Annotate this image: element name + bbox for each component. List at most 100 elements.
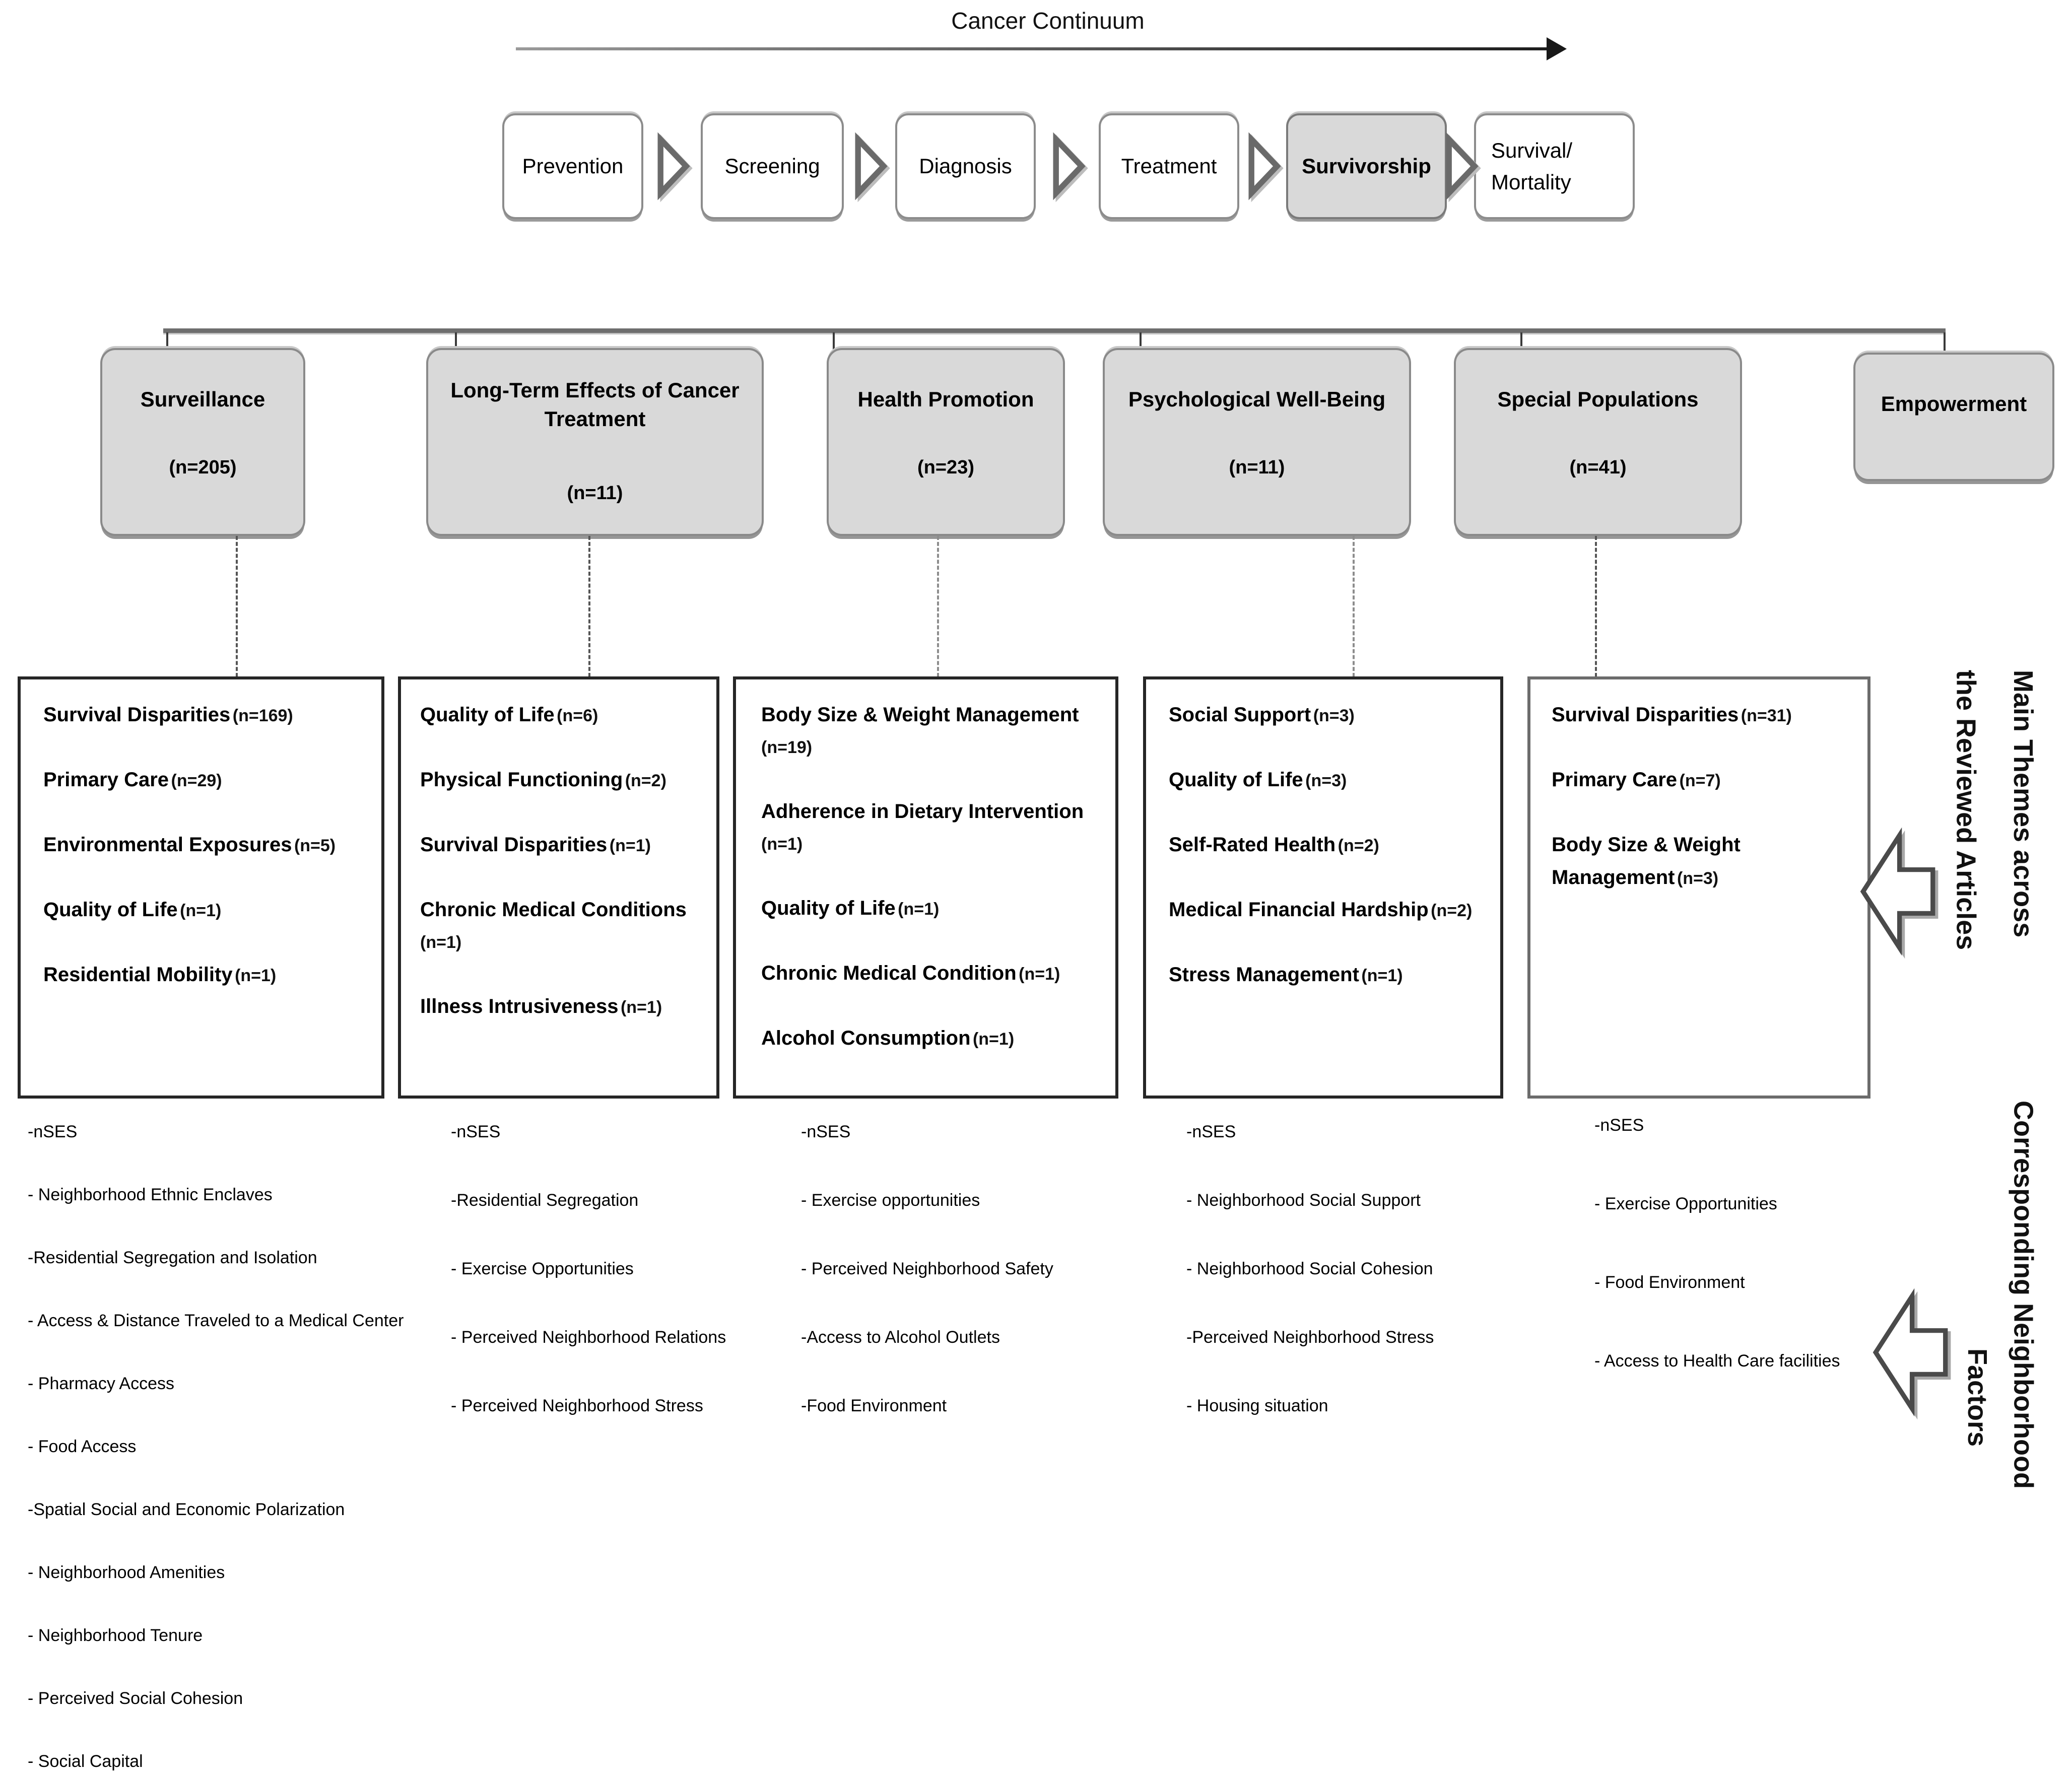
theme-count: (n=2) (1431, 901, 1473, 920)
factor-item: - Housing situation (1186, 1396, 1328, 1415)
category-count: (n=41) (1569, 456, 1627, 478)
factor-item: - Perceived Neighborhood Safety (801, 1259, 1053, 1278)
category-health-promotion: Health Promotion (n=23) (827, 348, 1065, 536)
factor-item: - Neighborhood Social Support (1186, 1191, 1421, 1210)
category-special-populations: Special Populations (n=41) (1454, 348, 1742, 536)
themes-surveillance-box: Survival Disparities (n=169) Primary Car… (18, 676, 384, 1099)
chevron-right-icon (1053, 132, 1086, 200)
factor-item: -Access to Alcohol Outlets (801, 1328, 1000, 1347)
factor-item: -Food Environment (801, 1396, 947, 1415)
factor-item: -nSES (1594, 1116, 1644, 1135)
theme-label: Quality of Life (420, 704, 555, 726)
theme-count: (n=1) (1019, 965, 1060, 984)
category-count: (n=205) (169, 456, 237, 478)
connector-stub (1944, 332, 1946, 355)
factors-health-promotion-list: -nSES - Exercise opportunities - Perceiv… (801, 1121, 1053, 1463)
theme-count: (n=1) (972, 1030, 1015, 1049)
theme-count: (n=1) (1361, 966, 1403, 985)
factor-item: -Residential Segregation (451, 1191, 639, 1210)
factor-item: - Neighborhood Amenities (28, 1563, 225, 1582)
theme-label: Social Support (1169, 704, 1311, 726)
category-count: (n=23) (917, 456, 974, 478)
theme-label: Primary Care (43, 769, 169, 791)
side-label-line: the Reviewed Articles (1951, 670, 1981, 950)
theme-label: Survival Disparities (43, 704, 231, 726)
factor-item: - Pharmacy Access (28, 1374, 174, 1393)
theme-label: Quality of Life (761, 897, 896, 919)
factor-item: - Social Capital (28, 1752, 143, 1771)
theme-label: Physical Functioning (420, 769, 623, 791)
theme-label: Quality of Life (1169, 769, 1303, 791)
factor-item: - Food Environment (1594, 1273, 1745, 1292)
factor-item: -Residential Segregation and Isolation (28, 1248, 317, 1267)
connector-stub (166, 332, 168, 355)
connector-stub (1520, 332, 1522, 355)
tree-connector-line (163, 328, 1946, 334)
theme-count: (n=1) (898, 900, 940, 919)
factor-item: - Access & Distance Traveled to a Medica… (28, 1311, 404, 1330)
chevron-right-icon (1446, 132, 1479, 200)
factor-item: - Neighborhood Social Cohesion (1186, 1259, 1433, 1278)
theme-count: (n=31) (1741, 706, 1792, 725)
theme-count: (n=5) (294, 836, 336, 855)
factor-item: -Spatial Social and Economic Polarizatio… (28, 1500, 345, 1519)
stage-survival-mortality-label: Survival/ Mortality (1491, 139, 1573, 194)
stage-survival-mortality: Survival/ Mortality (1474, 113, 1635, 219)
factor-item: - Neighborhood Tenure (28, 1626, 203, 1645)
themes-long-term-effects-box: Quality of Life (n=6) Physical Functioni… (398, 676, 719, 1099)
themes-special-populations-box: Survival Disparities (n=31) Primary Care… (1527, 676, 1870, 1099)
category-psychological-well-being: Psychological Well-Being (n=11) (1103, 348, 1411, 536)
factor-item: - Exercise Opportunities (1594, 1194, 1777, 1213)
category-count: (n=11) (1229, 456, 1285, 478)
theme-label: Chronic Medical Conditions (420, 899, 687, 921)
factor-item: - Neighborhood Ethnic Enclaves (28, 1185, 273, 1204)
factor-item: - Access to Health Care facilities (1594, 1351, 1840, 1371)
theme-count: (n=1) (420, 933, 462, 952)
factor-item: - Perceived Neighborhood Stress (451, 1396, 703, 1415)
theme-count: (n=3) (1677, 869, 1719, 888)
factor-item: -Perceived Neighborhood Stress (1186, 1328, 1434, 1347)
factor-item: -nSES (28, 1122, 78, 1141)
themes-psychological-well-being-box: Social Support (n=3) Quality of Life (n=… (1143, 676, 1503, 1099)
stage-diagnosis: Diagnosis (895, 113, 1036, 219)
category-label: Special Populations (1497, 387, 1699, 411)
category-label: Health Promotion (857, 387, 1034, 411)
theme-count: (n=1) (620, 998, 662, 1017)
factor-item: - Perceived Social Cohesion (28, 1689, 243, 1708)
theme-label: Illness Intrusiveness (420, 995, 619, 1017)
connector-stub (1140, 332, 1142, 355)
stage-screening: Screening (701, 113, 844, 219)
theme-count: (n=3) (1313, 706, 1355, 725)
theme-count: (n=7) (1679, 771, 1721, 790)
category-label: Surveillance (140, 387, 265, 411)
factor-item: - Perceived Neighborhood Relations (451, 1328, 726, 1347)
factor-item: - Food Access (28, 1437, 137, 1456)
left-block-arrow-icon (1860, 827, 1935, 956)
category-label: Psychological Well-Being (1128, 387, 1386, 411)
factors-long-term-effects-list: -nSES -Residential Segregation - Exercis… (451, 1121, 726, 1463)
side-label-main-themes: Main Themes across the Reviewed Articles (1937, 670, 2051, 1103)
factor-item: - Exercise Opportunities (451, 1259, 634, 1278)
factors-surveillance-list: -nSES - Neighborhood Ethnic Enclaves -Re… (28, 1121, 404, 1776)
stage-survivorship: Survivorship (1286, 113, 1447, 219)
theme-label: Environmental Exposures (43, 834, 292, 856)
category-empowerment: Empowerment (1853, 353, 2054, 481)
dashed-connector (1353, 536, 1355, 677)
factors-psychological-well-being-list: -nSES - Neighborhood Social Support - Ne… (1186, 1121, 1434, 1463)
theme-count: (n=29) (171, 771, 222, 790)
category-count: (n=11) (567, 482, 623, 504)
theme-count: (n=6) (557, 706, 598, 725)
factors-special-populations-list: -nSES - Exercise Opportunities - Food En… (1594, 1114, 1840, 1428)
theme-label: Body Size & Weight Management (761, 704, 1079, 726)
theme-label: Survival Disparities (420, 834, 608, 856)
theme-label: Self-Rated Health (1169, 834, 1336, 856)
left-block-arrow-icon (1873, 1288, 1948, 1417)
category-label: Long-Term Effects of Cancer Treatment (450, 378, 740, 431)
side-label-line: Corresponding Neighborhood (2008, 1101, 2039, 1489)
chevron-right-icon (1248, 132, 1281, 200)
category-long-term-effects: Long-Term Effects of Cancer Treatment (n… (426, 348, 764, 536)
theme-count: (n=2) (1338, 836, 1379, 855)
theme-label: Quality of Life (43, 899, 178, 921)
side-label-line: Factors (1962, 1348, 1992, 1447)
